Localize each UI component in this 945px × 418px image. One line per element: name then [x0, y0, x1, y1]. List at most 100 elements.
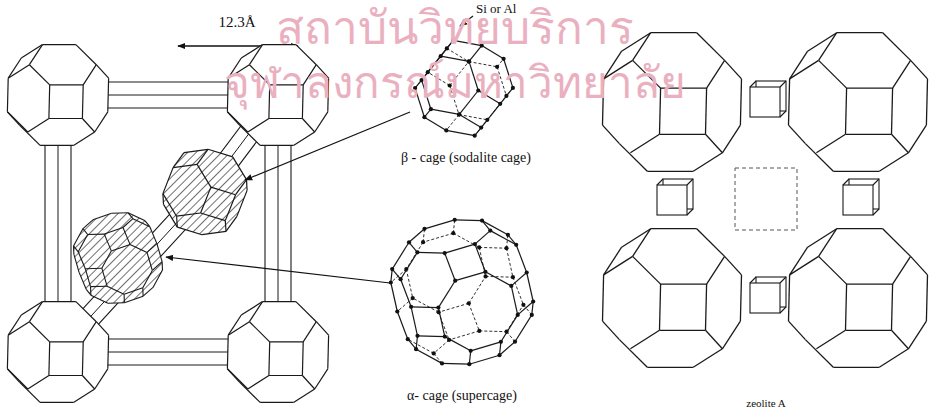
t-atom-dot	[409, 305, 413, 309]
cage-edge	[661, 283, 707, 284]
cage-face	[74, 213, 163, 303]
cage-edge	[833, 367, 879, 368]
cage-edge	[233, 157, 247, 180]
cage-edge	[647, 171, 693, 172]
cage-edge	[892, 330, 909, 349]
cage-edge	[147, 252, 152, 270]
t-atom-dot	[467, 301, 471, 305]
t-atom-dot	[443, 335, 447, 339]
t-atom-dot	[480, 219, 484, 223]
cage-edge	[294, 389, 315, 402]
cage-edge	[391, 283, 398, 312]
t-atom-dot	[390, 267, 394, 271]
cage-edge	[225, 195, 235, 221]
cage-edge	[789, 79, 790, 125]
cage-edge	[29, 302, 42, 322]
cage-edge	[518, 302, 534, 315]
hidden-cage-edge	[423, 233, 453, 242]
cage-edge	[808, 33, 837, 52]
cage-edge	[86, 289, 91, 295]
t-atom-dot	[447, 338, 451, 342]
cage-edge	[475, 231, 490, 245]
cage-edge	[29, 322, 49, 342]
cage-edge	[516, 245, 527, 273]
t-atom-dot	[411, 296, 415, 300]
cage-edge	[142, 288, 143, 297]
cage-edge	[227, 335, 229, 369]
cage-edge	[237, 190, 247, 216]
t-atom-dot	[469, 349, 473, 353]
cage-edge	[228, 315, 241, 335]
cube-edge	[780, 81, 786, 87]
cube-front-face	[750, 283, 780, 313]
cage-caption: α- cage (supercage)	[407, 388, 517, 404]
cube-edge	[687, 209, 693, 215]
cage-edge	[883, 229, 911, 257]
cage-edge	[847, 87, 893, 88]
hidden-cage-edge	[391, 269, 407, 282]
t-atom-dot	[404, 267, 408, 271]
cage-edge	[7, 112, 27, 132]
t-atom-dot	[516, 313, 520, 317]
t-atom-dot	[509, 284, 513, 288]
cage-edge	[660, 330, 706, 331]
structure-caption: zeolite A	[746, 397, 785, 410]
cage-edge	[455, 219, 482, 221]
hidden-cage-edge	[475, 120, 488, 136]
t-atom-dot	[473, 134, 477, 138]
t-atom-dot	[513, 340, 517, 344]
cage-edge	[392, 242, 409, 269]
cage-edge	[74, 229, 84, 246]
cage-edge	[95, 112, 108, 132]
cube-edge	[687, 179, 693, 185]
cage-edge	[85, 269, 90, 287]
cage-edge	[208, 149, 233, 157]
double-four-ring	[843, 179, 879, 215]
cage-edge	[227, 112, 239, 126]
cage-face	[227, 302, 328, 403]
t-atom-dot	[451, 231, 455, 235]
hidden-cage-edge	[479, 330, 506, 332]
cage-edge	[647, 367, 693, 368]
t-atom-dot	[477, 329, 481, 333]
cage-edge	[7, 369, 27, 389]
hidden-cage-edge	[453, 233, 479, 247]
cage-edge	[40, 145, 73, 146]
cage-edge	[411, 306, 438, 308]
t-atom-dot	[505, 330, 509, 334]
cage-edge	[401, 252, 418, 279]
cage-edge	[123, 219, 133, 228]
cage-edge	[269, 375, 303, 376]
cage-edge	[819, 33, 837, 61]
cube-edge	[780, 111, 786, 117]
cage-edge	[819, 256, 847, 284]
t-atom-dot	[440, 361, 444, 365]
cage-edge	[816, 330, 845, 349]
cage-edge	[660, 134, 706, 135]
cage-edge	[29, 45, 42, 65]
cage-edge	[740, 79, 741, 125]
cage-edge	[202, 231, 226, 234]
cage-edge	[908, 125, 926, 153]
cage-edge	[124, 296, 143, 303]
t-atom-dot	[485, 118, 489, 122]
t-atom-dot	[473, 242, 477, 246]
cage-edge	[409, 229, 425, 243]
cage-edge	[240, 125, 260, 145]
t-atom-dot	[453, 218, 457, 222]
cage-edge	[104, 234, 111, 251]
cage-edge	[173, 153, 184, 168]
t-atom-dot	[511, 275, 515, 279]
cage-edge	[816, 134, 845, 153]
cage-edge	[104, 228, 123, 235]
cage-edge	[302, 119, 314, 133]
cage-edge	[697, 33, 725, 61]
t-atom-dot	[407, 240, 411, 244]
cage-edge	[107, 286, 124, 294]
cage-edge	[43, 44, 76, 45]
cage-edge	[102, 251, 112, 268]
hidden-cage-edge	[446, 115, 459, 131]
cage-edge	[49, 118, 83, 119]
t-atom-dot	[477, 245, 481, 249]
cage-edge	[725, 256, 742, 275]
